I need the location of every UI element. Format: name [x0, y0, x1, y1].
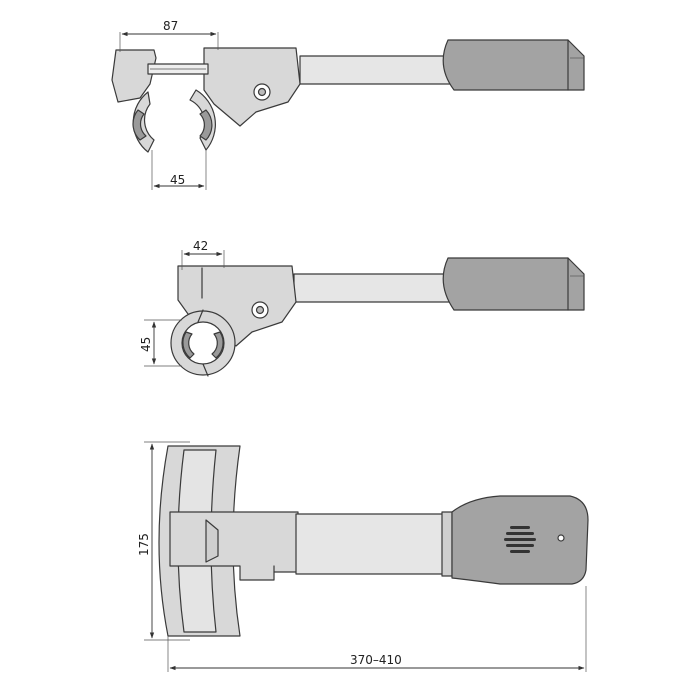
grip	[442, 39, 585, 91]
movable-jaw	[111, 49, 157, 103]
clamp-block	[177, 265, 297, 347]
dim-label-45-bottom: 45	[170, 173, 185, 187]
fixed-jaw	[203, 47, 301, 127]
dim-label-length: 370–410	[350, 653, 402, 667]
view-open-side: 87 45	[111, 19, 585, 190]
dim-label-87: 87	[163, 19, 178, 33]
dim-label-42: 42	[193, 239, 208, 253]
grip-button-icon	[504, 526, 536, 553]
dim-label-175: 175	[137, 533, 151, 556]
tube	[299, 55, 451, 85]
tube	[293, 273, 451, 303]
view-closed-side: 42 45	[139, 239, 585, 377]
grip	[442, 257, 585, 311]
dim-label-45-left: 45	[139, 337, 153, 352]
view-top: 175 370–410	[137, 441, 589, 672]
tube	[295, 513, 445, 575]
